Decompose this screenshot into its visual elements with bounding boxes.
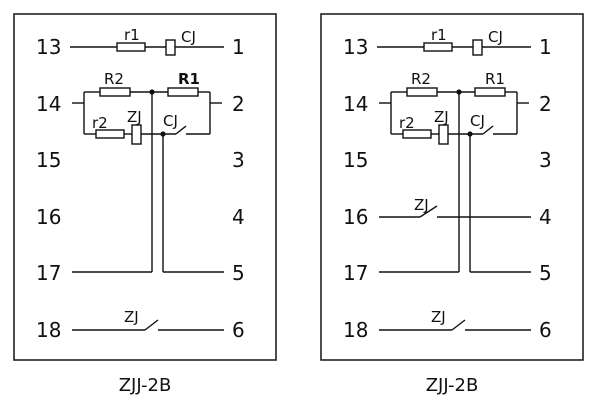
panel-1: 13 14 15 16 17 18 1 2 3 4 5 6 r1 CJ <box>13 13 277 396</box>
network-14-to-2: R2 R1 r2 ZJ CJ <box>379 70 529 272</box>
circuit-13-to-1: r1 CJ <box>377 26 531 56</box>
label-r2: r2 <box>399 114 415 132</box>
label-zj-coil: ZJ <box>434 108 449 126</box>
label-cj-contact: CJ <box>163 112 178 130</box>
panel-2: 13 14 15 16 17 18 1 2 3 4 5 6 r1 CJ <box>320 13 584 396</box>
circuit-18-to-6: ZJ <box>379 308 531 331</box>
panel-frame <box>320 13 584 361</box>
resistor-R2 <box>99 87 131 97</box>
network-14-to-2: R2 R1 r2 ZJ CJ <box>72 70 222 272</box>
coil-cj <box>165 39 176 56</box>
coil-zj <box>438 124 449 145</box>
contact-zj <box>419 205 438 218</box>
terminal-17: 17 <box>36 261 61 285</box>
terminal-2: 2 <box>232 92 245 116</box>
label-cj-contact: CJ <box>470 112 485 130</box>
terminal-5: 5 <box>539 261 552 285</box>
panel-caption: ZJJ-2B <box>119 375 172 396</box>
resistor-R1 <box>474 87 506 97</box>
coil-zj <box>131 124 142 145</box>
label-r2: r2 <box>92 114 108 132</box>
label-R2: R2 <box>411 70 431 88</box>
label-R1: R1 <box>485 70 505 88</box>
panel-frame <box>13 13 277 361</box>
terminal-17: 17 <box>343 261 368 285</box>
terminal-14: 14 <box>36 92 61 116</box>
terminal-16: 16 <box>36 205 61 229</box>
terminal-14: 14 <box>343 92 368 116</box>
contact-cj <box>175 125 187 135</box>
label-cj-coil: CJ <box>488 28 503 46</box>
label-zj-contact: ZJ <box>414 196 429 214</box>
terminal-4: 4 <box>539 205 552 229</box>
terminal-6: 6 <box>539 318 552 342</box>
terminal-18: 18 <box>343 318 368 342</box>
label-zj-coil: ZJ <box>127 108 142 126</box>
terminal-18: 18 <box>36 318 61 342</box>
terminal-16: 16 <box>343 205 368 229</box>
terminal-15: 15 <box>36 148 61 172</box>
contact-cj <box>482 125 494 135</box>
terminal-1: 1 <box>539 35 552 59</box>
terminal-1: 1 <box>232 35 245 59</box>
circuit-18-to-6: ZJ <box>72 308 224 331</box>
resistor-R1 <box>167 87 199 97</box>
resistor-R2 <box>406 87 438 97</box>
terminal-3: 3 <box>539 148 552 172</box>
terminal-5: 5 <box>232 261 245 285</box>
resistor-r1 <box>116 42 146 52</box>
panel-caption: ZJJ-2B <box>426 375 479 396</box>
circuit-13-to-1: r1 CJ <box>70 26 224 56</box>
label-zj-contact: ZJ <box>431 308 446 326</box>
contact-zj <box>451 319 466 331</box>
terminal-3: 3 <box>232 148 245 172</box>
label-r1: r1 <box>124 26 140 44</box>
terminal-6: 6 <box>232 318 245 342</box>
label-R2: R2 <box>104 70 124 88</box>
label-r1: r1 <box>431 26 447 44</box>
label-cj-coil: CJ <box>181 28 196 46</box>
circuit-16-to-4: ZJ <box>379 196 531 218</box>
terminal-13: 13 <box>36 35 61 59</box>
terminal-13: 13 <box>343 35 368 59</box>
terminal-2: 2 <box>539 92 552 116</box>
contact-zj <box>144 319 159 331</box>
label-R1: R1 <box>178 70 200 88</box>
resistor-r1 <box>423 42 453 52</box>
coil-cj <box>472 39 483 56</box>
terminal-15: 15 <box>343 148 368 172</box>
terminal-4: 4 <box>232 205 245 229</box>
label-zj-contact: ZJ <box>124 308 139 326</box>
